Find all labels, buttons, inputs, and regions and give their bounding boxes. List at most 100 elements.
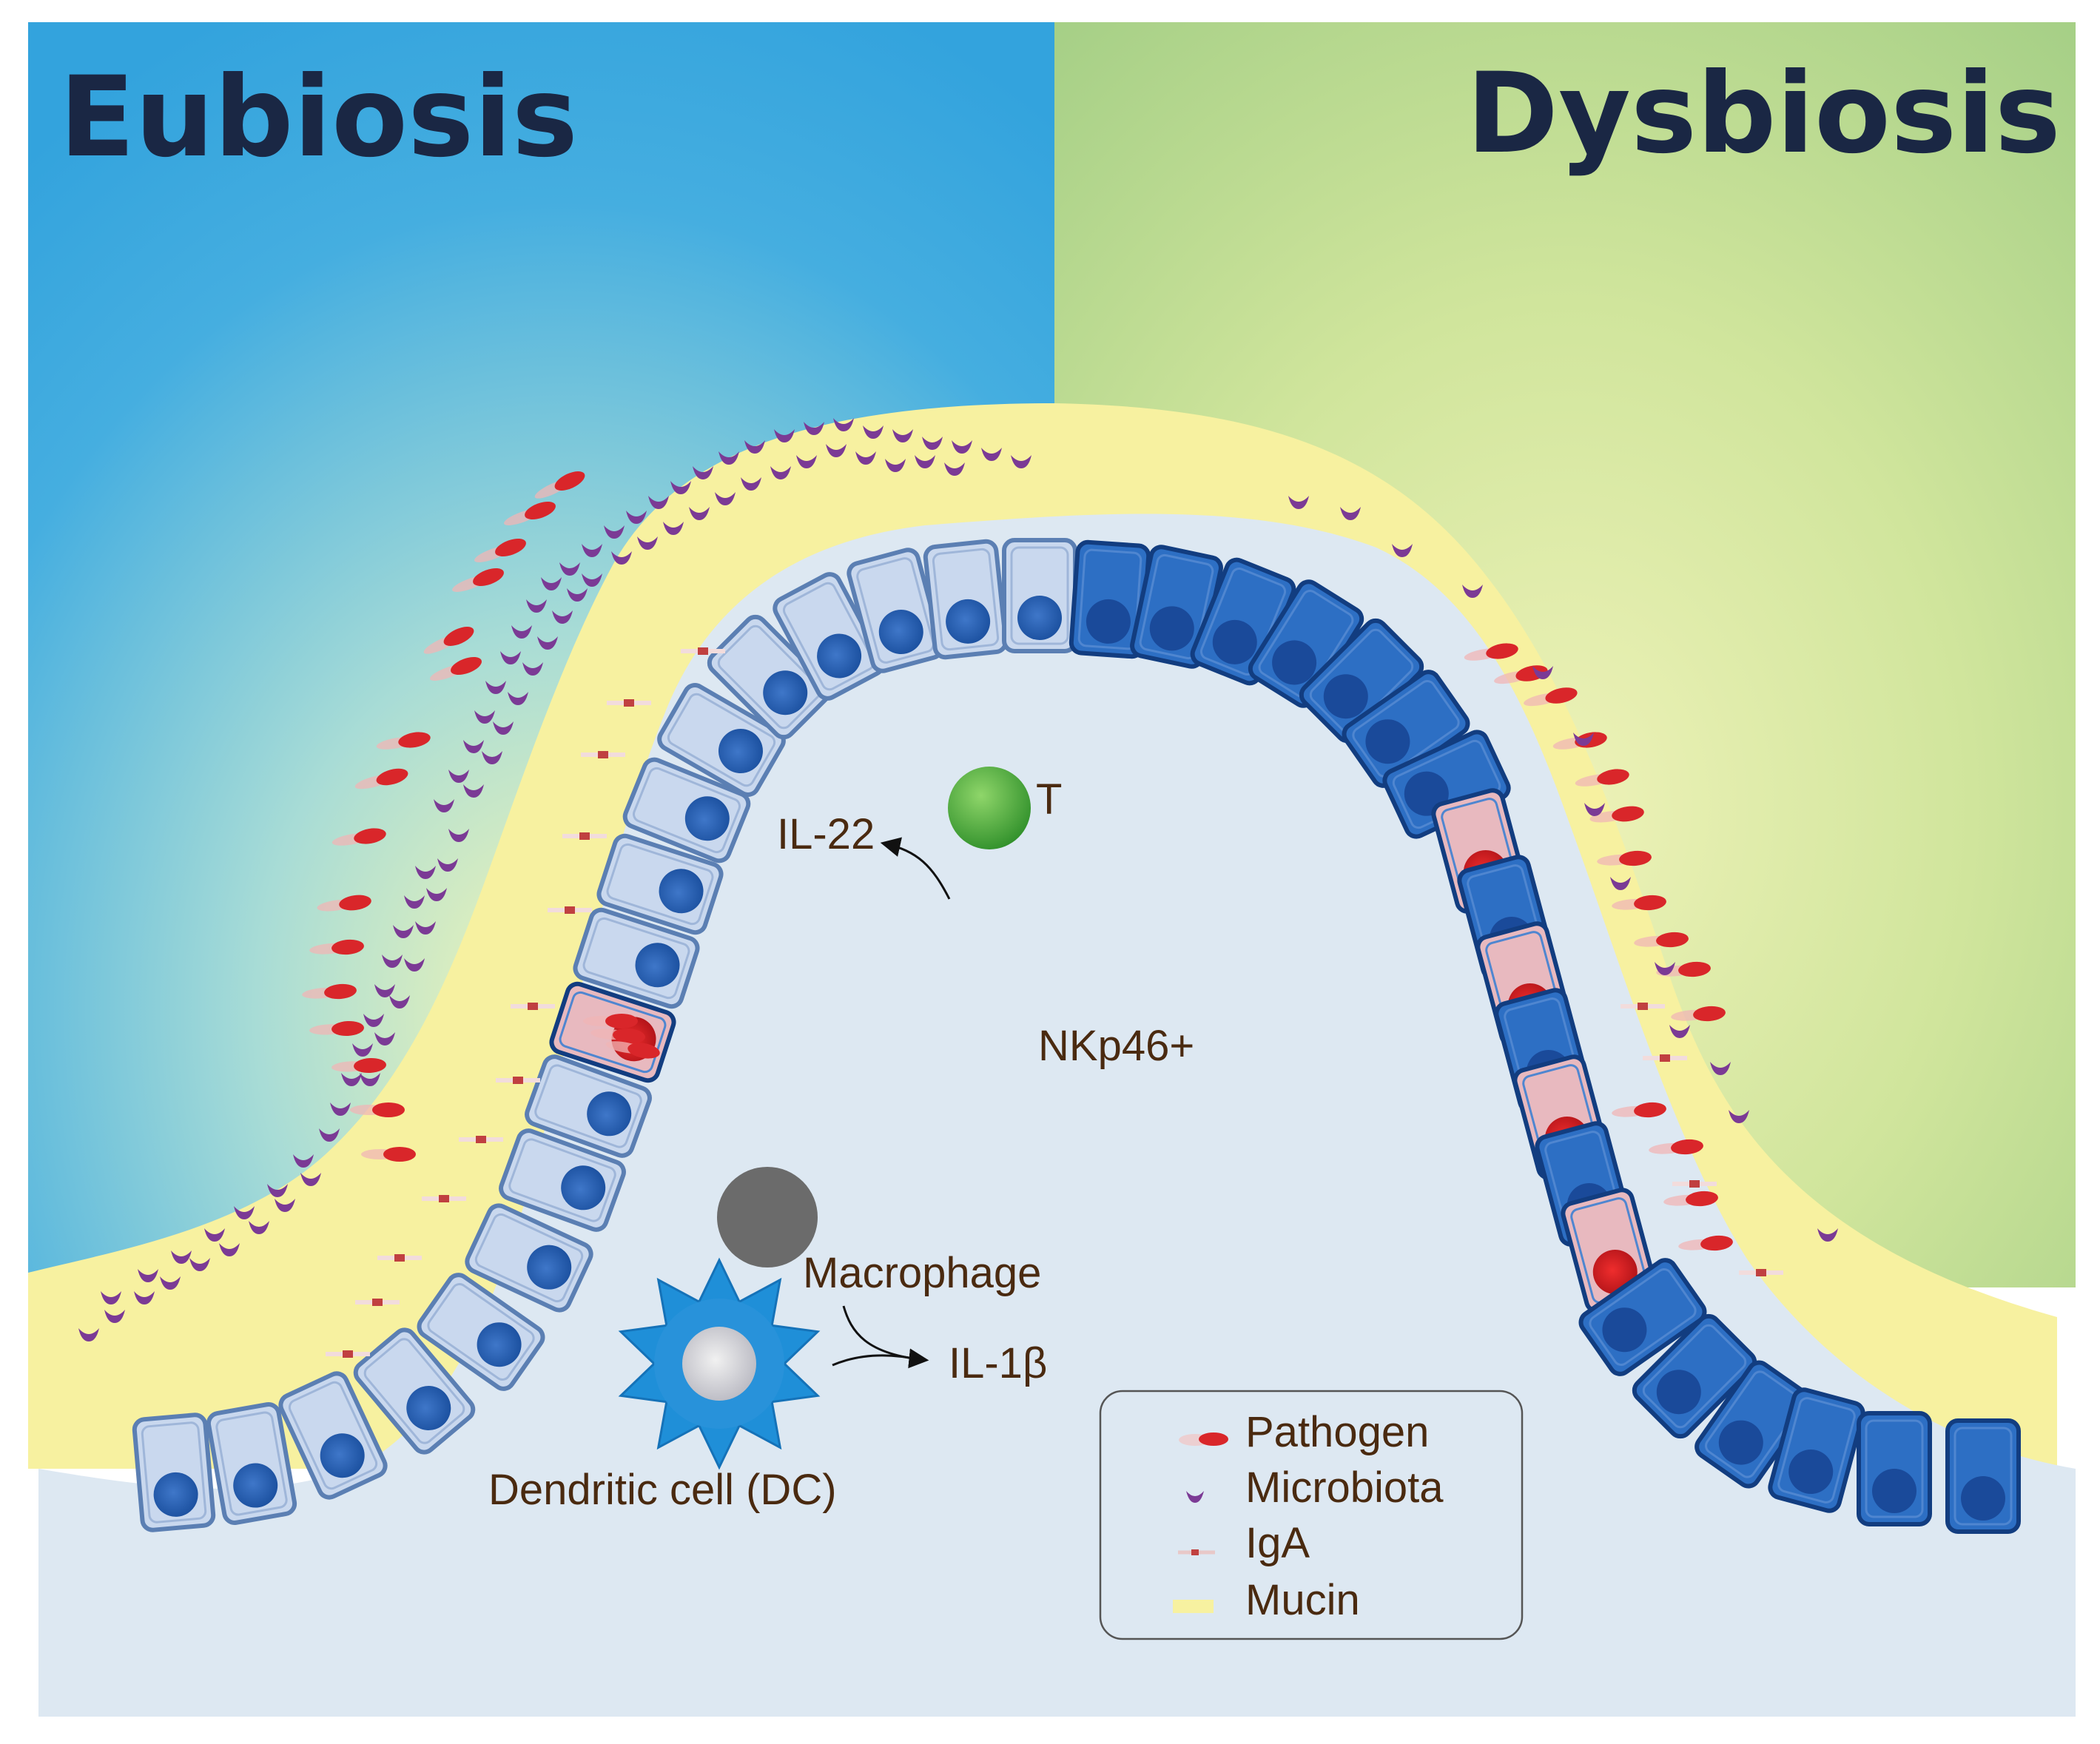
pathogens xyxy=(302,471,1733,1251)
iga-antibody xyxy=(1643,1054,1687,1062)
t-cell xyxy=(948,767,1031,849)
microbiota-bacterium xyxy=(1669,1025,1690,1038)
microbiota-bacterium xyxy=(78,1328,99,1341)
microbiota-bacterium xyxy=(300,1173,321,1186)
microbiota-bacterium xyxy=(770,466,791,479)
microbiota-bacterium xyxy=(485,681,506,694)
microbiota-bacterium xyxy=(1610,877,1631,890)
microbiota-bacterium xyxy=(160,1276,181,1290)
microbiota-bacterium xyxy=(448,770,469,783)
microbiota-bacterium xyxy=(437,858,458,872)
microbiota-bacterium xyxy=(952,440,972,454)
pathogen-bacterium xyxy=(361,1147,416,1162)
legend-box xyxy=(1099,1390,1524,1640)
pathogen-bacterium xyxy=(350,1102,405,1117)
pathogen-bacterium xyxy=(504,501,556,525)
microbiota-bacterium xyxy=(415,866,436,879)
microbiota-bacterium xyxy=(689,507,710,520)
pathogen-bacterium xyxy=(583,1014,638,1028)
microbiota-bacterium xyxy=(389,995,410,1009)
microbiota-bacterium xyxy=(582,573,602,587)
microbiota-bacterium xyxy=(330,1102,351,1116)
epithelial-cell xyxy=(525,1054,652,1158)
microbiota-bacterium xyxy=(511,625,532,639)
pathogen-bacterium xyxy=(1671,1006,1726,1022)
macrophage-cell xyxy=(717,1167,818,1267)
macrophage-label: Macrophage xyxy=(803,1249,1041,1297)
microbiota-bacterium xyxy=(1710,1062,1731,1075)
legend: Pathogen Microbiota IgA Mucin xyxy=(1099,1390,1524,1640)
microbiota-bacterium xyxy=(1392,544,1413,557)
microbiota-bacterium xyxy=(1011,455,1032,468)
epithelial-cell xyxy=(465,1203,593,1313)
t-cell-label: T xyxy=(1036,775,1062,824)
epithelium xyxy=(132,538,2021,1534)
epithelial-cell xyxy=(278,1371,388,1500)
pathogen-bacterium xyxy=(309,939,364,955)
pathogen-bacterium xyxy=(605,1041,660,1059)
microbiota-bacterium xyxy=(1584,803,1605,816)
iga-antibody xyxy=(562,832,607,840)
pathogen-bacterium xyxy=(302,983,357,1000)
microbiota-bacterium xyxy=(981,448,1002,461)
pathogen-bacterium xyxy=(376,732,431,750)
microbiota-bacterium xyxy=(374,1032,395,1046)
legend-label-microbiota: Microbiota xyxy=(1245,1464,1444,1512)
microbiota-bacterium xyxy=(360,1073,380,1086)
microbiota-bacterium xyxy=(426,888,447,901)
pathogen-bacterium xyxy=(1678,1235,1733,1251)
pathogen-bacterium xyxy=(1663,1191,1718,1207)
microbiota-bacterium xyxy=(744,440,765,454)
pathogen-bacterium xyxy=(430,656,482,681)
microbiota-bacterium xyxy=(826,444,847,457)
pathogen-bacterium xyxy=(1634,932,1689,948)
pathogen-bacterium xyxy=(452,568,504,592)
pathogen-bacterium xyxy=(1597,850,1652,866)
microbiota-bacterium xyxy=(526,599,547,613)
iga-icon xyxy=(1178,1549,1215,1555)
epithelial-cell xyxy=(353,1327,476,1455)
iga-antibody xyxy=(355,1299,400,1306)
pathogen-bacterium xyxy=(534,471,585,499)
microbiota-bacterium xyxy=(474,710,495,724)
epithelial-cell xyxy=(923,539,1009,660)
microbiota-bacterium xyxy=(493,721,514,735)
legend-label-pathogen: Pathogen xyxy=(1245,1408,1429,1456)
iga-antibody xyxy=(459,1136,503,1143)
dendritic-label: Dendritic cell (DC) xyxy=(488,1466,837,1514)
microbiota-bacterium xyxy=(1729,1110,1749,1123)
microbiota-bacterium xyxy=(374,984,395,997)
microbiota-bacterium xyxy=(463,740,484,753)
epithelial-cell xyxy=(1632,1313,1757,1439)
lamina-propria xyxy=(38,514,2076,1717)
microbiota-bacterium xyxy=(415,921,436,935)
iga-antibody xyxy=(548,906,592,914)
microbiota-bacterium xyxy=(500,651,521,664)
iga-antibodies xyxy=(326,647,1783,1358)
microbiota-bacterium xyxy=(341,1073,362,1086)
microbiota-bacterium xyxy=(363,1014,384,1027)
iga-antibody xyxy=(326,1350,370,1358)
pathogen-bacterium xyxy=(332,1057,386,1074)
microbiota-bacterium xyxy=(718,451,739,465)
iga-antibody xyxy=(607,699,651,707)
microbiota-bacterium xyxy=(741,477,761,491)
microbiota-bacterium xyxy=(189,1258,210,1271)
epithelial-cell xyxy=(1248,579,1364,708)
iga-antibody xyxy=(511,1003,555,1010)
microbiota-bacterium xyxy=(715,492,736,505)
microbiota-bacterium xyxy=(637,536,658,550)
microbiota-bacterium xyxy=(352,1043,373,1057)
microbiota-bacterium xyxy=(885,459,906,472)
pathogen-bacterium xyxy=(1464,643,1518,661)
microbiota-bacterium xyxy=(522,662,543,676)
legend-label-mucin: Mucin xyxy=(1245,1576,1360,1624)
microbiota-bacterium xyxy=(663,522,684,535)
pathogen-bacterium xyxy=(1612,1102,1666,1118)
pathogen-bacterium xyxy=(309,1020,364,1037)
microbiota-bacterium xyxy=(944,462,965,476)
nkp46-label: NKp46+ xyxy=(1038,1022,1194,1070)
microbiota-bacterium xyxy=(1532,666,1553,679)
microbiota-bacterium xyxy=(267,1184,288,1197)
